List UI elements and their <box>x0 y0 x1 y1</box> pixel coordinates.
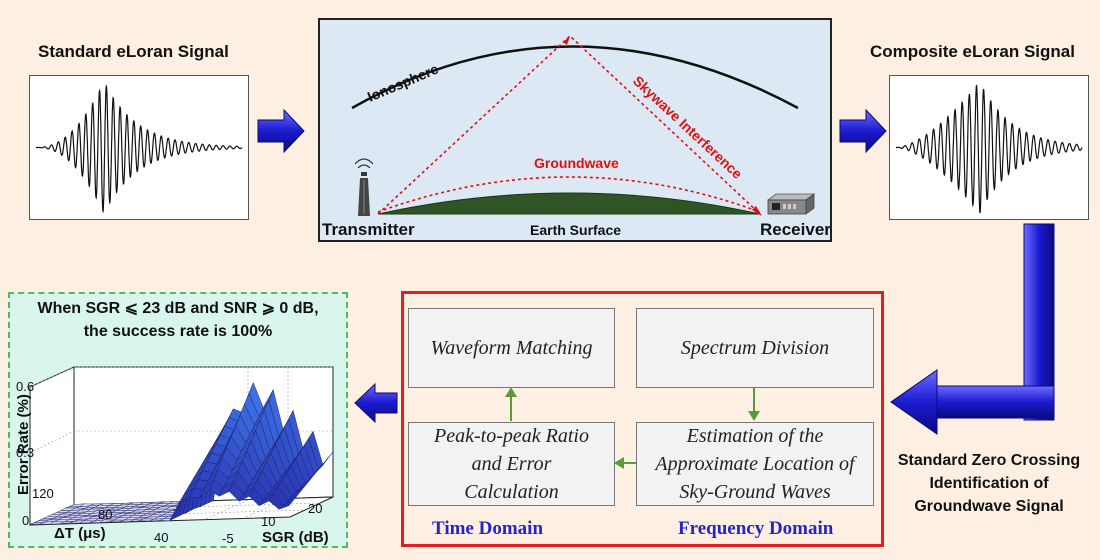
identification-label: Standard Zero Crossing Identification of… <box>878 449 1100 518</box>
groundwave-label: Groundwave <box>534 155 619 171</box>
ionosphere-label: Ionosphere <box>365 60 441 104</box>
result-headline-line-1: When SGR ⩽ 23 dB and SNR ⩾ 0 dB, <box>8 297 348 320</box>
y-tick-label: 80 <box>98 507 112 522</box>
composite-signal-plot <box>889 75 1089 220</box>
identification-line-3: Groundwave Signal <box>878 495 1100 518</box>
y-tick-label: 40 <box>154 530 168 545</box>
flow-arrows <box>401 291 884 547</box>
identification-line-1: Standard Zero Crossing <box>878 449 1100 472</box>
receiver-label: Receiver <box>760 220 830 239</box>
z-tick-label: 0 <box>22 513 29 528</box>
identification-line-2: Identification of <box>878 472 1100 495</box>
propagation-diagram: Ionosphere Skywave Interference Groundwa… <box>318 18 832 242</box>
x-tick-label: 20 <box>308 501 322 516</box>
antenna-tower-icon <box>355 159 373 216</box>
z-tick-label: 0.6 <box>16 379 34 394</box>
blue-arrow-icon <box>256 108 306 154</box>
blue-arrow-icon <box>838 108 888 154</box>
x-tick-label: 10 <box>261 514 275 529</box>
blue-elbow-arrow-icon <box>885 220 1065 440</box>
composite-signal-title: Composite eLoran Signal <box>870 42 1075 62</box>
time-domain-label: Time Domain <box>432 518 543 540</box>
skywave-label: Skywave Interference <box>630 72 746 182</box>
x-tick-label: -5 <box>222 531 234 546</box>
composite-signal-waveform <box>890 76 1088 219</box>
frequency-domain-label: Frequency Domain <box>678 518 833 540</box>
y-axis-label: ΔT (μs) <box>54 525 106 542</box>
error-rate-surface-chart: 0.6 0.3 0 120 80 40 -5 10 20 Error Rate … <box>8 345 348 548</box>
blue-arrow-left-icon <box>353 382 399 424</box>
result-headline: When SGR ⩽ 23 dB and SNR ⩾ 0 dB, the suc… <box>8 297 348 343</box>
result-headline-line-2: the success rate is 100% <box>8 320 348 343</box>
standard-signal-title: Standard eLoran Signal <box>38 42 229 62</box>
propagation-scene: Ionosphere Skywave Interference Groundwa… <box>320 20 830 240</box>
x-axis-label: SGR (dB) <box>262 529 329 546</box>
standard-signal-waveform <box>30 76 248 219</box>
transmitter-label: Transmitter <box>322 220 415 239</box>
earth-surface-label: Earth Surface <box>530 222 621 238</box>
receiver-device-icon <box>768 194 814 214</box>
y-tick-label: 120 <box>32 486 54 501</box>
z-axis-label: Error Rate (%) <box>15 394 32 495</box>
standard-signal-plot <box>29 75 249 220</box>
